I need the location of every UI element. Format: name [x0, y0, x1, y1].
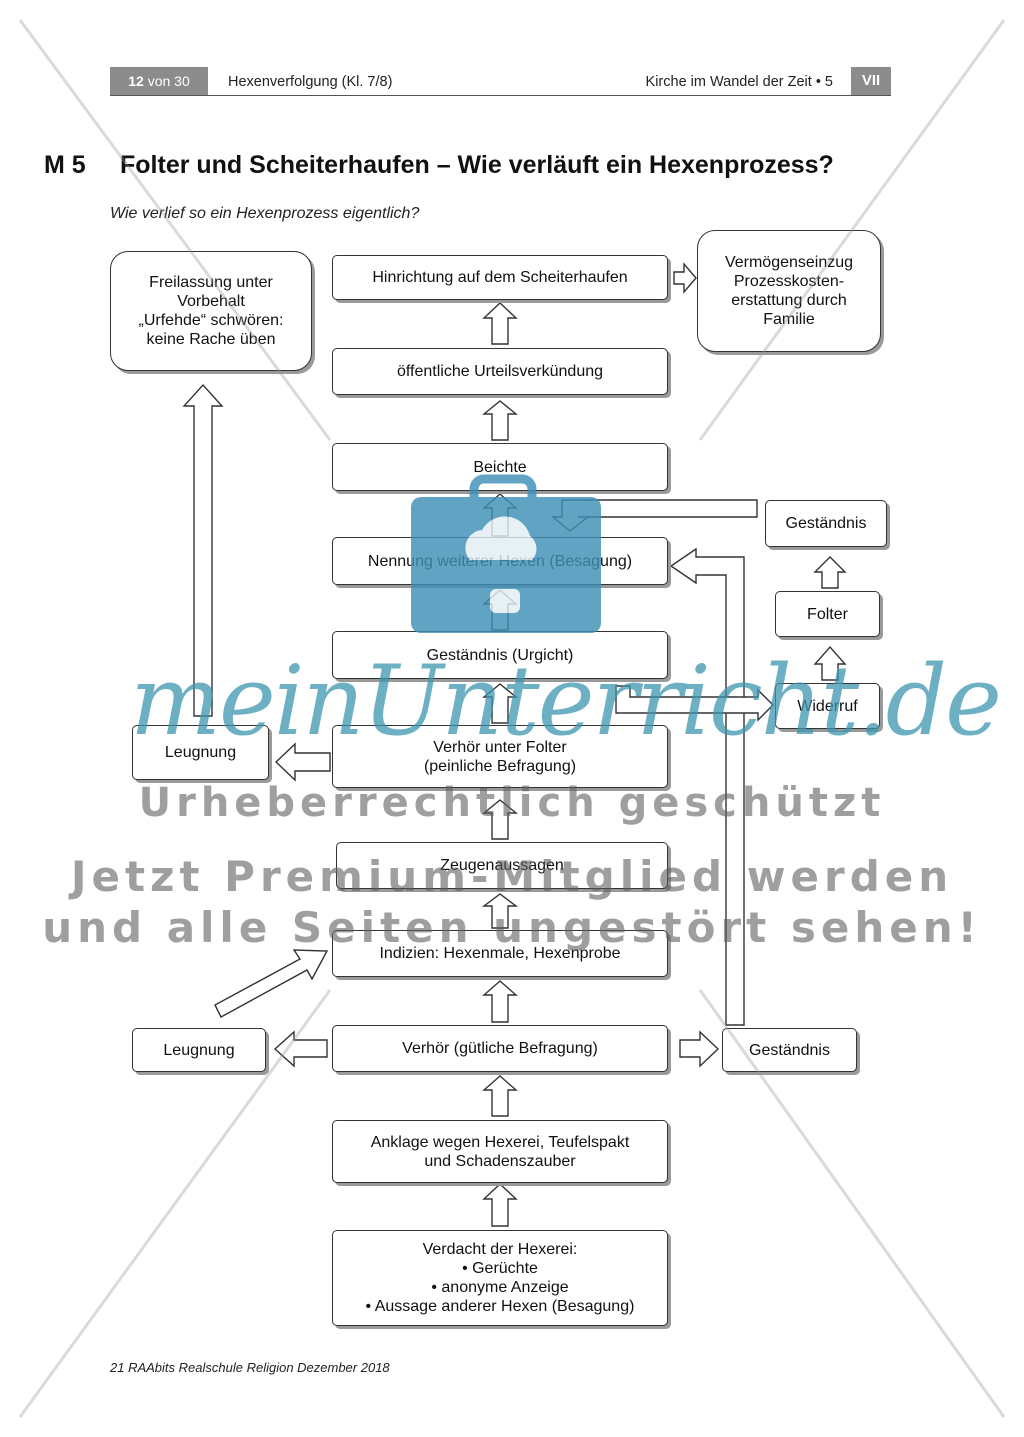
material-label: M 5: [44, 151, 86, 179]
header-subject: Hexenverfolgung (Kl. 7/8): [228, 74, 393, 90]
arrow-up-hearing-evidence: [482, 980, 518, 1023]
arrow-up-witnesses-torture: [482, 799, 518, 840]
box-confiscation: Vermögenseinzug Prozesskosten- erstattun…: [697, 230, 881, 352]
watermark-line-1: Urheberrechtlich geschützt: [138, 780, 886, 826]
box-suspicion: Verdacht der Hexerei: • Gerüchte • anony…: [332, 1230, 668, 1326]
page-header: 12 von 30 Hexenverfolgung (Kl. 7/8) Kirc…: [110, 67, 891, 96]
volume-badge: VII: [851, 67, 891, 95]
box-hearing: Verhör (gütliche Befragung): [332, 1025, 668, 1072]
arrow-up-denial-release: [182, 383, 224, 717]
material-title: Folter und Scheiterhaufen – Wie verläuft…: [120, 151, 834, 179]
arrow-up-verdict-execution: [482, 302, 518, 345]
box-evidence: Indizien: Hexenmale, Hexenprobe: [332, 930, 668, 977]
arrow-up-suspicion-charge: [482, 1183, 518, 1227]
box-urgicht: Geständnis (Urgicht): [332, 631, 668, 679]
arrow-diagonal-denial-evidence: [214, 949, 329, 1018]
box-execution: Hinrichtung auf dem Scheiterhaufen: [332, 255, 668, 300]
briefcase-icon: [411, 474, 601, 633]
arrow-up-torture-urgicht: [482, 683, 518, 724]
arrow-up-evidence-witnesses: [481, 893, 519, 929]
box-charge: Anklage wegen Hexerei, Teufelspakt und S…: [332, 1120, 668, 1183]
arrow-up-recant-torture: [813, 645, 847, 681]
arrow-right-execution-confiscation: [673, 262, 697, 294]
guiding-question: Wie verlief so ein Hexenprozess eigentli…: [110, 205, 420, 222]
arrow-left-torture-denial: [274, 742, 331, 782]
arrow-urgicht-recant: [615, 685, 774, 722]
box-torture-hearing: Verhör unter Folter (peinliche Befragung…: [332, 725, 668, 788]
watermark-diagonal-3: [18, 989, 332, 1418]
box-verdict: öffentliche Urteilsverkündung: [332, 348, 668, 395]
arrow-up-charge-hearing: [482, 1075, 518, 1117]
arrow-right-hearing-confession: [679, 1030, 720, 1068]
page-footer: 21 RAAbits Realschule Religion Dezember …: [110, 1360, 390, 1375]
page-total: von 30: [143, 73, 190, 89]
box-torture: Folter: [775, 591, 880, 637]
watermark-diagonal-2: [698, 19, 1006, 441]
watermark-brand: meinUnterricht.de: [130, 645, 1002, 757]
watermark-diagonal-1: [18, 19, 332, 441]
box-confession-side: Geständnis: [765, 500, 887, 547]
arrow-confession-naming: [669, 547, 745, 1026]
box-denial-bottom: Leugnung: [132, 1028, 266, 1072]
arrow-up-beichte-verdict: [482, 400, 518, 441]
box-recant: Widerruf: [775, 683, 880, 729]
box-confession-bottom: Geständnis: [722, 1028, 857, 1072]
watermark-diagonal-4: [698, 989, 1006, 1418]
header-series: Kirche im Wandel der Zeit • 5: [645, 74, 833, 90]
box-witnesses: Zeugenaussagen: [336, 842, 668, 889]
page-number-badge: 12 von 30: [110, 67, 208, 95]
arrow-up-torture-confession: [813, 556, 847, 589]
arrow-left-hearing-denial: [273, 1030, 328, 1068]
watermark-line-3: und alle Seiten ungestört sehen!: [42, 903, 982, 952]
box-release: Freilassung unter Vorbehalt „Urfehde“ sc…: [110, 251, 312, 371]
watermark-line-2: Jetzt Premium-Mitglied werden: [70, 852, 954, 901]
box-denial-top: Leugnung: [132, 725, 269, 780]
page-number: 12: [128, 73, 144, 89]
